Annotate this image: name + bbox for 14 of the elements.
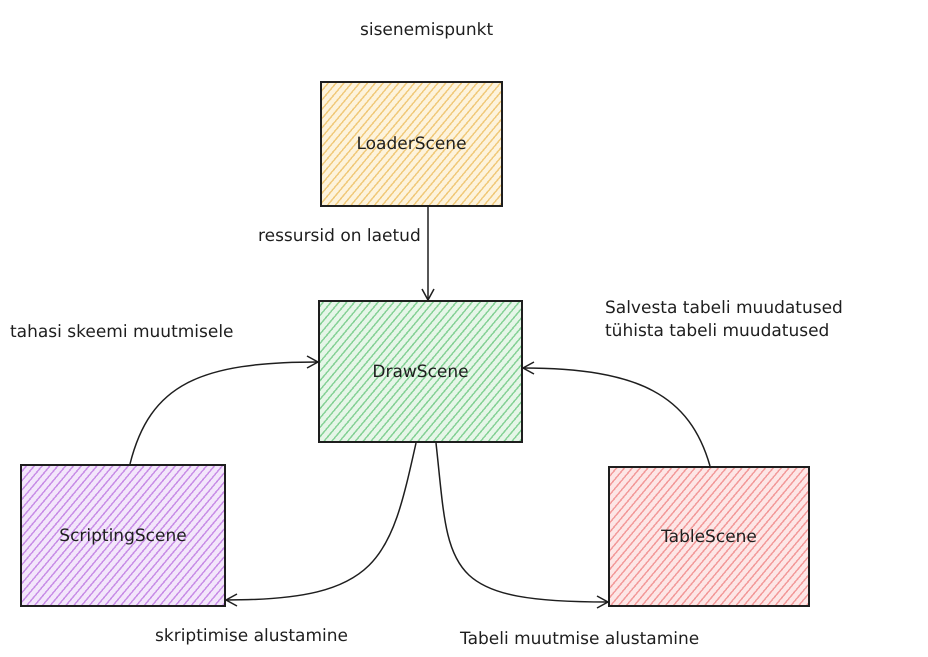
scene-name: ScriptingScene [59, 526, 187, 546]
scene-name: TableScene [661, 526, 757, 546]
edge-label: Salvesta tabeli muudatused tühista tabeli muudatused [605, 297, 844, 343]
arrow [435, 442, 609, 609]
arrow [421, 207, 435, 301]
scene-box [320, 81, 503, 207]
scene-box [608, 466, 810, 607]
arrow [522, 361, 711, 466]
scene-box [318, 300, 523, 443]
arrow [225, 442, 417, 606]
scene-box [20, 464, 226, 607]
scene-name: LoaderScene [356, 134, 467, 154]
scene-name: DrawScene [372, 362, 469, 382]
arrow [129, 355, 319, 464]
